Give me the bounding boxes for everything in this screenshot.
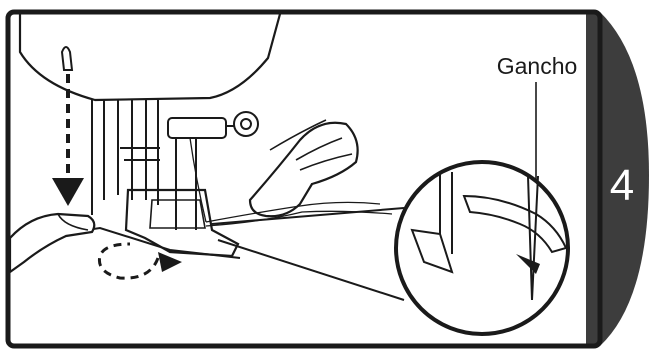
- needle-bar: [92, 100, 160, 215]
- machine-head: [20, 14, 280, 100]
- step-number: 4: [610, 161, 634, 210]
- down-arrow-icon: [52, 74, 84, 206]
- thread-guide: [168, 112, 258, 230]
- callout-lines: [212, 208, 404, 300]
- magnified-view: [396, 162, 568, 334]
- lever-slot: [62, 47, 72, 70]
- left-hand: [10, 214, 94, 272]
- gancho-label: Gancho: [497, 53, 578, 79]
